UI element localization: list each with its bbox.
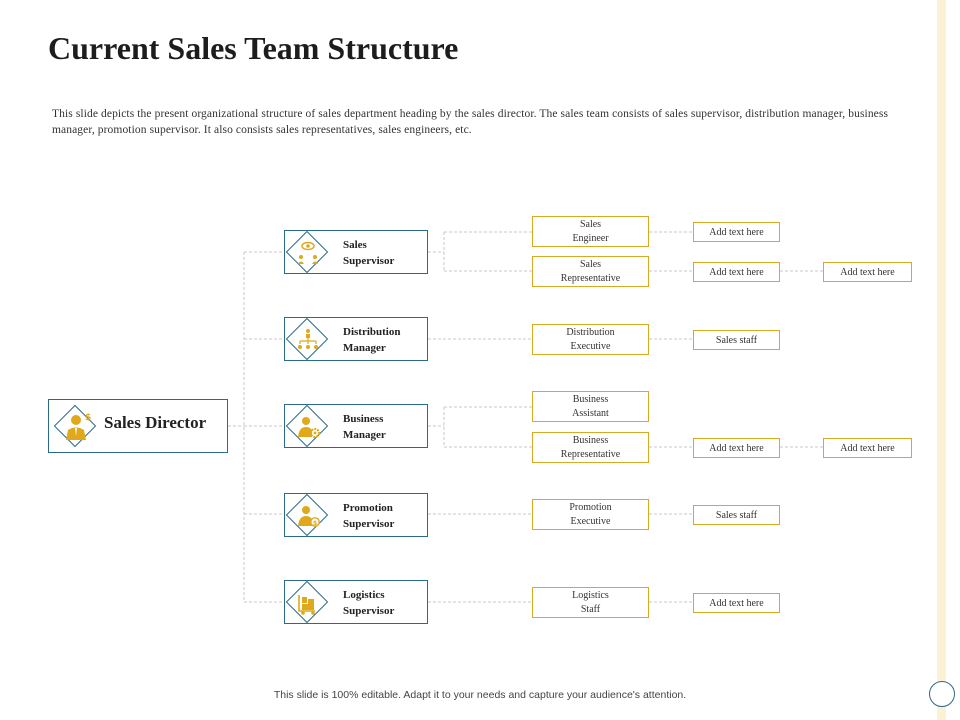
person-coin-icon: $: [298, 506, 320, 527]
sub-line1: Promotion: [569, 501, 612, 513]
footer-note: This slide is 100% editable. Adapt it to…: [273, 689, 687, 701]
sub-line2: Engineer: [572, 232, 609, 244]
role-box-business-manager: Business Manager: [284, 404, 428, 448]
trolley-boxes-icon: [298, 595, 315, 615]
leaf-text-box: Sales staff: [693, 505, 780, 525]
page-title: Current Sales Team Structure: [48, 30, 459, 66]
leaf-text-box: Sales staff: [693, 330, 780, 350]
role-box-logistics-supervisor: Logistics Supervisor: [284, 580, 428, 624]
svg-text:$: $: [313, 520, 317, 527]
sub-line1: Business: [572, 434, 609, 446]
role-line2: Supervisor: [343, 255, 395, 267]
sales-director-box: $ Sales Director: [48, 399, 228, 453]
role-line2: Manager: [343, 342, 386, 354]
person-gear-icon: [298, 417, 320, 438]
role-box-promotion-supervisor: $ Promotion Supervisor: [284, 493, 428, 537]
corner-circle-icon: [929, 681, 955, 707]
slide-description: This slide depicts the present organizat…: [52, 108, 889, 136]
sub-line1: Logistics: [572, 589, 609, 601]
leaf-text-box: Add text here: [693, 438, 780, 458]
leaf-text-box: Add text here: [693, 262, 780, 282]
leaf-text-box: Add text here: [823, 438, 912, 458]
sub-line2: Assistant: [572, 407, 609, 419]
leaf-text-box: Add text here: [823, 262, 912, 282]
role-line2: Supervisor: [343, 605, 395, 617]
businessman-dollar-icon: $: [66, 413, 91, 440]
role-line1: Distribution: [343, 326, 401, 338]
role-box-sales-supervisor: Sales Supervisor: [284, 230, 428, 274]
role-line2: Manager: [343, 429, 386, 441]
role-line1: Business: [343, 413, 384, 425]
sub-line2: Executive: [570, 515, 611, 527]
right-accent-band: [937, 0, 946, 720]
sub-line1: Sales: [579, 258, 602, 270]
role-line2: Supervisor: [343, 518, 395, 530]
role-line1: Promotion: [343, 502, 393, 514]
sub-line2: Staff: [580, 603, 601, 615]
sub-line1: Distribution: [566, 326, 615, 338]
svg-text:$: $: [85, 413, 91, 423]
leaf-text-box: Add text here: [693, 593, 780, 613]
sub-line1: Business: [572, 393, 609, 405]
sub-line2: Representative: [560, 448, 621, 460]
sales-director-label: Sales Director: [104, 413, 207, 432]
sub-line1: Sales: [579, 218, 602, 230]
eye-team-icon: [298, 241, 318, 264]
role-line1: Sales: [343, 239, 367, 251]
role-line1: Logistics: [343, 589, 385, 601]
sub-line2: Executive: [570, 340, 611, 352]
sub-line2: Representative: [560, 272, 621, 284]
hierarchy-icon: [298, 329, 318, 349]
role-box-distribution-manager: Distribution Manager: [284, 317, 428, 361]
leaf-text-box: Add text here: [693, 222, 780, 242]
